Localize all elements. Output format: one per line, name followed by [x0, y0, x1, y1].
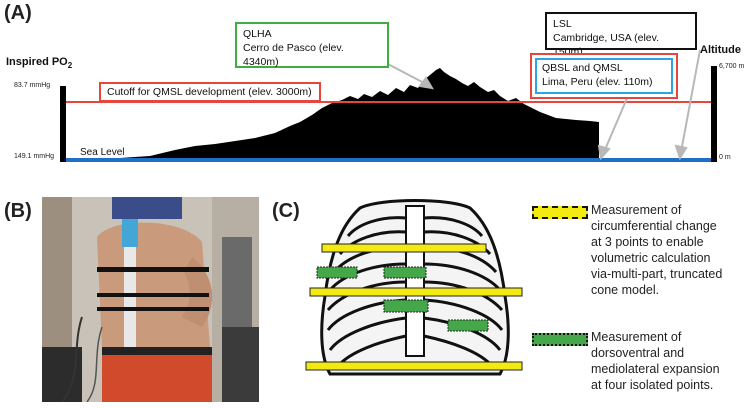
qlha-arrow [383, 61, 434, 90]
qlha-line1: QLHA [243, 28, 272, 40]
left-bottom-value: 149.1 mmHg [14, 153, 55, 160]
panel-c-letter: (C) [272, 200, 300, 222]
legend-yellow-line-1: Measurement of [591, 203, 682, 217]
sea-level-label: Sea Level [80, 147, 125, 158]
green-point-right [447, 319, 489, 332]
legend-yellow-line-4: volumetric calculation [591, 251, 711, 265]
inspired-po2-sub: 2 [67, 61, 73, 71]
legend-yellow-swatch [532, 206, 588, 219]
legend-yellow-text: Measurement of circumferential change at… [591, 202, 741, 298]
qbsl-arrow [597, 95, 629, 161]
subject-photo-illustration [42, 197, 259, 402]
sternum [405, 205, 425, 357]
qbsl-box: QBSL and QMSL Lima, Peru (elev. 110m) [535, 58, 673, 94]
legend-green-text: Measurement of dorsoventral and mediolat… [591, 329, 741, 393]
qbsl-line1: QBSL and QMSL [542, 62, 623, 74]
altitude-profile-svg [60, 49, 717, 162]
lsl-box: LSL Cambridge, USA (elev. 150m) [545, 12, 697, 58]
right-scale-bar [711, 66, 717, 162]
legend-green-line-4: at four isolated points. [591, 378, 714, 392]
altitude-title: Altitude [700, 44, 741, 56]
left-scale-bar [60, 86, 66, 162]
legend-yellow-line-6: cone model. [591, 283, 660, 297]
green-point-center-upper [383, 266, 427, 279]
yellow-band-middle [309, 287, 523, 297]
legend-yellow-line-3: at 3 points to enable [591, 235, 704, 249]
andes-mountain-silhouette [66, 68, 599, 160]
green-point-left [316, 266, 358, 279]
legend-green-line-3: mediolateral expansion [591, 362, 720, 376]
right-top-value: 6,700 m [719, 63, 745, 70]
inspired-po2-title: Inspired PO2 [6, 56, 72, 70]
qbsl-line2: Lima, Peru (elev. 110m) [542, 76, 653, 88]
qlha-line2: Cerro de Pasco (elev. 4340m) [243, 42, 344, 68]
ribcage-diagram [305, 199, 523, 376]
green-point-center-lower [383, 299, 429, 313]
legend-green-line-2: dorsoventral and [591, 346, 685, 360]
yellow-band-top [321, 243, 487, 253]
right-bottom-value: 0 m [719, 154, 731, 161]
subject-photo [42, 197, 259, 402]
left-top-value: 83.7 mmHg [14, 82, 51, 89]
cutoff-label-box: Cutoff for QMSL development (elev. 3000m… [99, 82, 321, 102]
qbsl-outer-box: QBSL and QMSL Lima, Peru (elev. 110m) [530, 53, 678, 99]
panel-a-letter: (A) [4, 2, 32, 24]
legend-yellow-line-2: circumferential change [591, 219, 717, 233]
qlha-box: QLHA Cerro de Pasco (elev. 4340m) [235, 22, 389, 68]
inspired-po2-main: Inspired PO [6, 56, 68, 68]
panel-b-letter: (B) [4, 200, 32, 222]
lsl-arrow [674, 49, 701, 161]
legend-yellow-line-5: via-multi-part, truncated [591, 267, 723, 281]
yellow-band-bottom [305, 361, 523, 371]
legend-green-swatch [532, 333, 588, 346]
legend-green-line-1: Measurement of [591, 330, 682, 344]
lsl-line1: LSL [553, 18, 572, 30]
cutoff-label: Cutoff for QMSL development (elev. 3000m… [107, 86, 312, 98]
